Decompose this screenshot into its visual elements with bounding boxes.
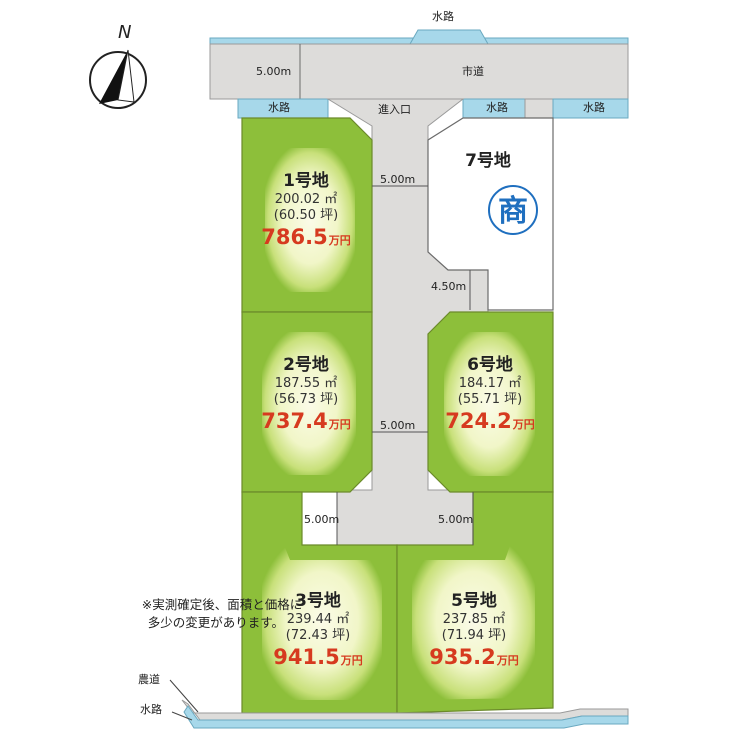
city-road-label: 市道 <box>462 65 484 78</box>
waterway-top-bump <box>409 29 489 45</box>
lot-1-tsubo: (60.50 坪) <box>273 207 339 223</box>
dimension-middle: 5.00m <box>380 419 416 432</box>
waterway-label-left: 水路 <box>268 101 290 114</box>
lot-3-name: 3号地 <box>295 591 341 611</box>
lot-7-info: 7号地 <box>465 151 511 172</box>
lot-5-tsubo: (71.94 坪) <box>441 627 507 643</box>
lot-2-name: 2号地 <box>283 355 329 375</box>
dimension-bottom-left: 5.00m <box>304 513 340 526</box>
city-road-width-label: 5.00m <box>256 65 292 78</box>
lot-1-info: 1号地 200.02 ㎡ (60.50 坪) 786.5万円 <box>261 171 351 250</box>
waterway-label-top: 水路 <box>432 10 454 23</box>
disclaimer-line-2: 多少の変更があります。 <box>147 615 285 631</box>
lot-5-price: 935.2万円 <box>429 645 519 670</box>
lot-3-tsubo: (72.43 坪) <box>285 627 351 643</box>
compass-icon <box>89 49 147 109</box>
disclaimer-note: ※実測確定後、面積と価格に 多少の変更があります。 <box>142 596 302 632</box>
farm-road-label: 農道 <box>138 673 160 686</box>
dimension-upper: 5.00m <box>380 173 416 186</box>
lot-7-name: 7号地 <box>465 151 511 171</box>
lot-2-price: 737.4万円 <box>261 409 351 434</box>
lot-6-price: 724.2万円 <box>445 409 535 434</box>
lot-6-name: 6号地 <box>467 355 513 375</box>
waterway-label-mid: 水路 <box>486 101 508 114</box>
lot-5-area: 237.85 ㎡ <box>442 611 506 627</box>
lot-1-area: 200.02 ㎡ <box>274 191 338 207</box>
commercial-badge-icon: 商 <box>488 185 538 235</box>
lot-1-name: 1号地 <box>283 171 329 191</box>
compass-north-label: N <box>118 22 132 43</box>
lot-3-info: 3号地 239.44 ㎡ (72.43 坪) 941.5万円 <box>273 591 363 670</box>
dimension-bottom-right: 5.00m <box>438 513 474 526</box>
waterway-label-right: 水路 <box>583 101 605 114</box>
waterway-gap <box>524 98 554 119</box>
lot-5-name: 5号地 <box>451 591 497 611</box>
lot-6-area: 184.17 ㎡ <box>458 375 522 391</box>
lot-2-info: 2号地 187.55 ㎡ (56.73 坪) 737.4万円 <box>261 355 351 434</box>
lot-6-tsubo: (55.71 坪) <box>457 391 523 407</box>
disclaimer-line-1: ※実測確定後、面積と価格に <box>141 597 303 612</box>
lot-2-area: 187.55 ㎡ <box>274 375 338 391</box>
lot-3-price: 941.5万円 <box>273 645 363 670</box>
entrance-label: 進入口 <box>378 103 411 116</box>
lot-3-area: 239.44 ㎡ <box>286 611 350 627</box>
lot-2-tsubo: (56.73 坪) <box>273 391 339 407</box>
waterway-right <box>552 98 629 119</box>
dimension-lot7-side: 4.50m <box>431 280 467 293</box>
lot-1-price: 786.5万円 <box>261 225 351 250</box>
city-road <box>209 43 629 100</box>
lot-5-info: 5号地 237.85 ㎡ (71.94 坪) 935.2万円 <box>429 591 519 670</box>
waterway-label-bottom: 水路 <box>140 703 162 716</box>
waterway-bottom <box>183 705 629 729</box>
lot-6-info: 6号地 184.17 ㎡ (55.71 坪) 724.2万円 <box>445 355 535 434</box>
